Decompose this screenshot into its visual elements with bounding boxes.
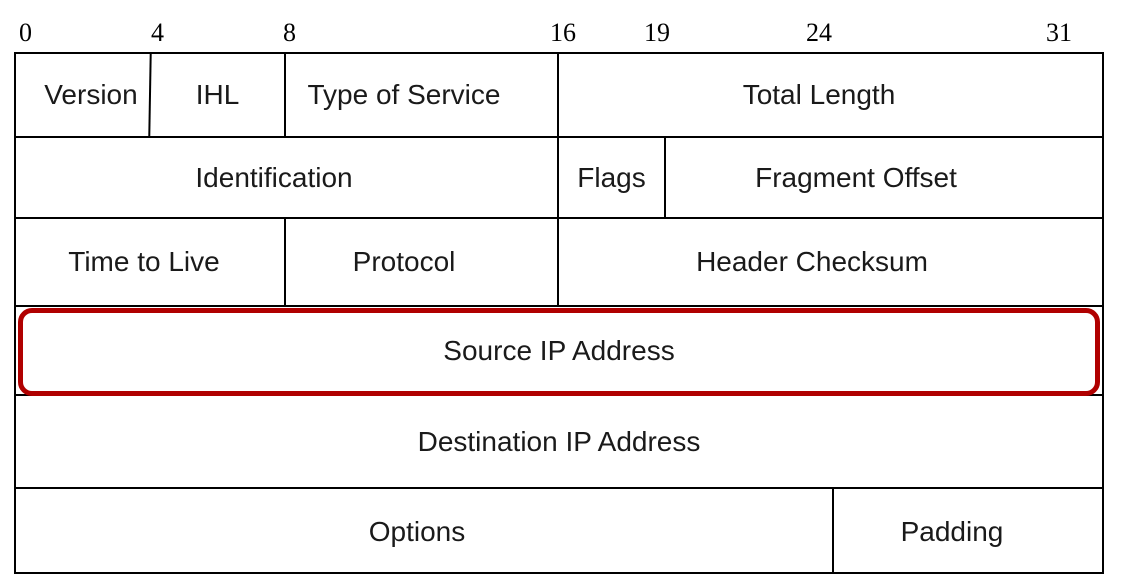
bit-marker-24: 24 (806, 18, 832, 47)
bit-marker-16: 16 (550, 18, 576, 47)
field-header-checksum: Header Checksum (696, 246, 928, 277)
bit-marker-19: 19 (644, 18, 670, 47)
row-divider (14, 217, 1104, 219)
row-divider (14, 487, 1104, 489)
field-divider (832, 487, 834, 574)
field-version: Version (44, 79, 138, 110)
field-divider (664, 136, 666, 218)
field-flags: Flags (577, 161, 646, 193)
highlight-box (18, 308, 1100, 396)
field-divider (284, 52, 286, 137)
field-destination-ip-address: Destination IP Address (417, 425, 701, 457)
field-identification: Identification (195, 161, 353, 193)
field-fragment-offset: Fragment Offset (755, 161, 957, 193)
ip-header-diagram (14, 52, 1104, 574)
field-padding: Padding (900, 515, 1004, 547)
field-divider (284, 217, 286, 306)
row-divider (14, 136, 1104, 138)
field-divider (557, 217, 559, 306)
bit-marker-4: 4 (151, 18, 164, 47)
field-options: Options (368, 515, 466, 547)
bit-marker-8: 8 (283, 18, 296, 47)
field-total-length: Total Length (742, 79, 896, 110)
row-divider (14, 305, 1104, 307)
bit-marker-31: 31 (1046, 18, 1072, 47)
field-divider (557, 52, 559, 137)
field-protocol: Protocol (352, 246, 456, 277)
field-time-to-live: Time to Live (68, 246, 220, 277)
field-divider (557, 136, 559, 218)
field-ihl: IHL (195, 79, 240, 110)
bit-marker-0: 0 (19, 18, 32, 47)
field-type-of-service: Type of Service (307, 79, 501, 110)
field-source-ip-address: Source IP Address (443, 334, 675, 366)
